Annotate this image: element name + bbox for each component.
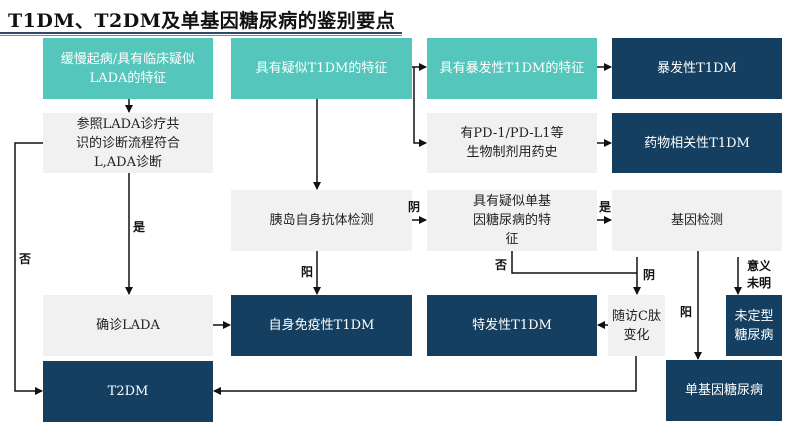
node-fulminant-t1dm-text: 暴发性T1DM [657, 61, 737, 76]
node-lada-consensus-text: 参照LADA诊疗共识的诊断流程符合L,ADA诊断 [75, 116, 180, 170]
title-divider-thin [0, 35, 402, 36]
node-cpeptide-followup-text: 随访C肽变化 [612, 308, 661, 343]
node-gene-test-text: 基因检测 [670, 213, 723, 228]
node-autoimmune-t1dm-text: 自身免疫性T1DM [268, 318, 375, 333]
title-divider [0, 32, 402, 34]
node-monogenic-features-text: 具有疑似单基因糖尿病的特征 [472, 194, 551, 247]
edge-consensus-to-t2dm [14, 142, 43, 395]
label-uncertain-gene: 意义未明 [747, 259, 772, 290]
node-undetermined-text: 未定型糖尿病 [734, 308, 774, 343]
node-pd1-history-text: 有PD-1/PD-L1等生物制剂用药史 [460, 126, 564, 160]
node-fulminant-features: 具有暴发性T1DM的特征 [427, 38, 597, 99]
node-fulminant-features-text: 具有暴发性T1DM的特征 [439, 61, 585, 76]
label-positive-gene: 阳 [680, 305, 693, 319]
edge-monogenic-no [511, 251, 637, 274]
node-lada-features-text: 缓慢起病/具有临床疑似LADA的特征 [60, 51, 196, 86]
node-idiopathic-t1dm: 特发性T1DM [427, 295, 597, 356]
node-t1dm-features: 具有疑似T1DM的特征 [231, 38, 412, 99]
label-negative-gene: 阴 [643, 268, 656, 282]
node-drug-t1dm-text: 药物相关性T1DM [644, 135, 750, 151]
page-title: T1DM、T2DM及单基因糖尿病的鉴别要点 [8, 10, 396, 32]
node-monogenic-dm: 单基因糖尿病 [666, 360, 782, 421]
node-t2dm: T2DM [43, 361, 213, 422]
label-yes-lada: 是 [133, 220, 146, 234]
node-idiopathic-t1dm-text: 特发性T1DM [472, 318, 552, 333]
node-t1dm-features-text: 具有疑似T1DM的特征 [255, 61, 388, 76]
node-t2dm-text: T2DM [107, 384, 149, 399]
node-islet-antibody: 胰岛自身抗体检测 [231, 190, 412, 251]
label-no-monogenic: 否 [495, 258, 508, 272]
node-undetermined: 未定型糖尿病 [726, 295, 782, 356]
edge-cpeptide-to-t2dm [213, 356, 637, 395]
node-fulminant-t1dm: 暴发性T1DM [612, 38, 782, 99]
node-drug-t1dm: 药物相关性T1DM [612, 113, 782, 173]
node-lada-features: 缓慢起病/具有临床疑似LADA的特征 [43, 38, 213, 99]
edge-t1dm-to-pd1 [413, 67, 427, 147]
node-autoimmune-t1dm: 自身免疫性T1DM [231, 295, 412, 356]
node-islet-antibody-text: 胰岛自身抗体检测 [269, 213, 374, 228]
label-yes-monogenic: 是 [599, 200, 612, 214]
node-gene-test: 基因检测 [612, 190, 782, 251]
node-monogenic-dm-text: 单基因糖尿病 [684, 383, 763, 398]
label-negative-antibody: 阴 [408, 200, 421, 214]
node-pd1-history: 有PD-1/PD-L1等生物制剂用药史 [427, 113, 597, 173]
label-no-lada: 否 [19, 252, 32, 266]
node-monogenic-features: 具有疑似单基因糖尿病的特征 [427, 190, 597, 251]
node-confirm-lada-text: 确诊LADA [96, 318, 160, 333]
node-confirm-lada: 确诊LADA [43, 295, 213, 356]
node-lada-consensus: 参照LADA诊疗共识的诊断流程符合L,ADA诊断 [43, 113, 213, 173]
label-positive-antibody: 阳 [301, 265, 314, 279]
node-cpeptide-followup: 随访C肽变化 [608, 295, 665, 356]
